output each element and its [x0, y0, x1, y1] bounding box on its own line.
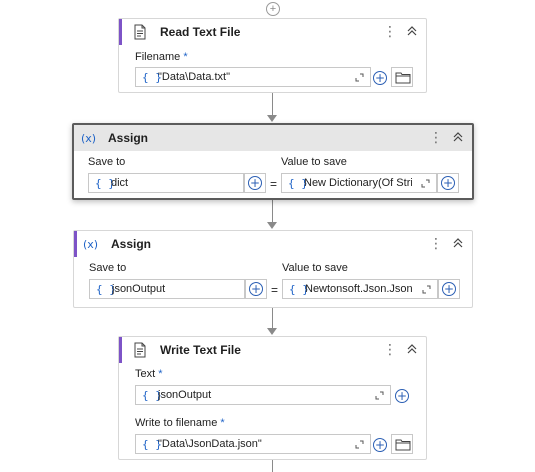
assign-activity[interactable]: (x) Assign ⋮ Save to { } jsonOutput + = … [73, 230, 473, 308]
connector-line [272, 308, 273, 330]
activity-title: Assign [111, 237, 152, 251]
expand-editor-icon[interactable] [422, 285, 431, 294]
assign-activity-selected[interactable]: (x) Assign ⋮ Save to { } dict + = Value … [72, 123, 474, 200]
connector-arrow [267, 222, 277, 229]
activity-title: Write Text File [160, 343, 241, 357]
activity-title: Read Text File [160, 25, 241, 39]
expand-editor-icon[interactable] [355, 73, 364, 82]
more-options-icon[interactable]: ⋮ [383, 23, 397, 39]
text-file-icon [134, 24, 146, 40]
add-value-button[interactable]: + [438, 279, 460, 299]
connector-line [272, 460, 273, 472]
expand-editor-icon[interactable] [421, 179, 430, 188]
collapse-icon[interactable] [406, 343, 418, 355]
value-to-save-label: Value to save [282, 262, 348, 274]
add-variable-button[interactable]: + [373, 438, 387, 452]
activity-header[interactable]: Write Text File ⋮ [119, 337, 426, 363]
plus-icon: + [442, 282, 456, 296]
activity-header[interactable]: (x) Assign ⋮ [74, 231, 472, 257]
save-to-value: dict [111, 177, 129, 189]
more-options-icon[interactable]: ⋮ [429, 129, 443, 145]
expression-icon: { } [95, 177, 115, 190]
equals-sign: = [271, 283, 279, 297]
collapse-icon[interactable] [452, 131, 464, 143]
svg-text:(x): (x) [81, 132, 96, 145]
value-to-save-input[interactable]: { } Newtonsoft.Json.JsonC [282, 279, 438, 299]
save-to-label: Save to [89, 262, 127, 274]
save-to-label: Save to [88, 156, 126, 168]
connector-line [272, 200, 273, 224]
connector-arrow [267, 115, 277, 122]
activity-header[interactable]: (x) Assign ⋮ [74, 125, 472, 151]
filename-value: "Data\Data.txt" [158, 71, 231, 83]
add-activity-top-icon[interactable]: + [266, 2, 280, 16]
connector-arrow [267, 328, 277, 335]
write-to-filename-label: Write to filename * [135, 417, 225, 429]
expression-icon: { } [289, 283, 309, 296]
expand-editor-icon[interactable] [355, 440, 364, 449]
collapse-icon[interactable] [452, 237, 464, 249]
connector-line [272, 93, 273, 117]
expression-icon: { } [142, 389, 162, 402]
add-variable-button[interactable]: + [395, 389, 409, 403]
write-to-filename-input[interactable]: { } "Data\JsonData.json" [135, 434, 371, 454]
folder-icon [395, 72, 411, 84]
expression-icon: { } [142, 71, 162, 84]
browse-file-button[interactable] [391, 434, 413, 454]
plus-icon: + [249, 282, 263, 296]
value-to-save-value: Newtonsoft.Json.JsonC [305, 283, 413, 295]
expression-icon: { } [288, 177, 308, 190]
write-text-file-activity[interactable]: Write Text File ⋮ Text * { } jsonOutput … [118, 336, 427, 460]
text-value: jsonOutput [158, 389, 212, 401]
add-variable-button[interactable]: + [244, 173, 266, 193]
collapse-icon[interactable] [406, 25, 418, 37]
expand-editor-icon[interactable] [375, 391, 384, 400]
svg-text:(x): (x) [83, 238, 98, 251]
filename-label: Filename * [135, 51, 188, 63]
read-text-file-activity[interactable]: Read Text File ⋮ Filename * { } "Data\Da… [118, 18, 427, 93]
text-file-icon [134, 342, 146, 358]
save-to-input[interactable]: { } jsonOutput [89, 279, 245, 299]
browse-file-button[interactable] [391, 67, 413, 87]
assign-variable-icon: (x) [81, 132, 96, 145]
plus-icon: + [441, 176, 455, 190]
filename-input[interactable]: { } "Data\Data.txt" [135, 67, 371, 87]
activity-title: Assign [108, 131, 149, 145]
expression-icon: { } [96, 283, 116, 296]
value-to-save-value: New Dictionary(Of Stri [304, 177, 412, 189]
value-to-save-label: Value to save [281, 156, 347, 168]
text-label: Text * [135, 368, 163, 380]
expression-icon: { } [142, 438, 162, 451]
plus-icon: + [248, 176, 262, 190]
more-options-icon[interactable]: ⋮ [383, 341, 397, 357]
write-to-filename-value: "Data\JsonData.json" [158, 438, 262, 450]
value-to-save-input[interactable]: { } New Dictionary(Of Stri [281, 173, 437, 193]
add-variable-button[interactable]: + [245, 279, 267, 299]
more-options-icon[interactable]: ⋮ [429, 235, 443, 251]
folder-icon [395, 439, 411, 451]
add-value-button[interactable]: + [437, 173, 459, 193]
text-input[interactable]: { } jsonOutput [135, 385, 391, 405]
save-to-value: jsonOutput [112, 283, 166, 295]
assign-variable-icon: (x) [83, 238, 98, 251]
activity-header[interactable]: Read Text File ⋮ [119, 19, 426, 45]
equals-sign: = [270, 177, 278, 191]
add-variable-button[interactable]: + [373, 71, 387, 85]
save-to-input[interactable]: { } dict [88, 173, 244, 193]
